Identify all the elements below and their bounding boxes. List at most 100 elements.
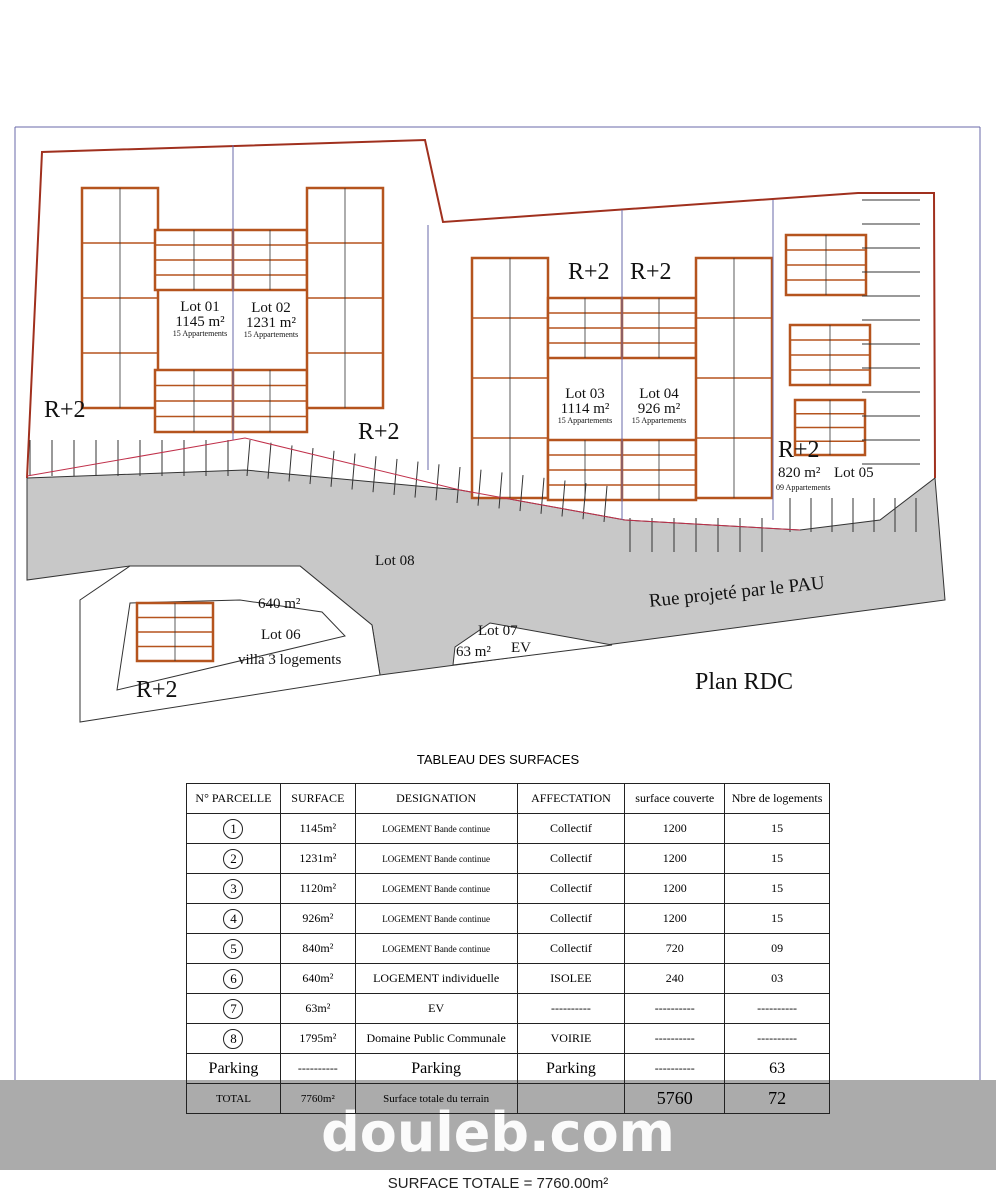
couverte-cell: 5760 (624, 1083, 726, 1114)
designation-cell: LOGEMENT individuelle (354, 963, 518, 994)
lot-04-label: Lot 04 926 m² 15 Appartements (624, 387, 694, 425)
couverte-cell: 240 (624, 963, 726, 994)
parking-stall-line (456, 466, 461, 504)
height-label: R+2 (568, 259, 610, 285)
lot-area: 1145 m² (175, 314, 225, 330)
surface-cell: 1231m² (279, 843, 356, 874)
lot-01-label: Lot 01 1145 m² 15 Appartements (165, 300, 235, 338)
couverte-cell: 1200 (624, 843, 726, 874)
parking-stall-line (540, 477, 545, 514)
parking-stall-line (393, 458, 398, 495)
n-cell: TOTAL (186, 1083, 281, 1114)
parcel-number-cell: 6 (186, 963, 281, 994)
col-header: DESIGNATION (354, 783, 518, 814)
affectation-cell: Collectif (516, 873, 626, 904)
parking-stall-line (519, 475, 524, 512)
logements-cell: 72 (724, 1083, 830, 1114)
lot-area: 1231 m² (246, 315, 296, 331)
logements-cell: 15 (724, 843, 830, 874)
lot-05-area: 820 m² (778, 465, 821, 481)
height-label: R+2 (630, 259, 672, 285)
affectation-cell: ---------- (516, 993, 626, 1024)
lot-name: Lot 02 (251, 300, 291, 316)
drawing-frame (14, 126, 981, 1080)
parcel-number: 6 (223, 968, 244, 989)
affectation-cell: Collectif (516, 813, 626, 844)
designation-cell: Parking (354, 1053, 518, 1084)
parking-stall-line (477, 469, 482, 506)
lot-area: 1114 m² (560, 401, 610, 417)
site-boundary (26, 138, 936, 479)
buildings (80, 186, 872, 663)
couverte-cell: ---------- (624, 1053, 726, 1084)
designation-cell: Domaine Public Communale (354, 1023, 518, 1054)
height-label: R+2 (44, 397, 86, 423)
parking-stall-line (267, 442, 272, 479)
parcel-number-cell: 1 (186, 813, 281, 844)
lot-07-parcel (452, 622, 613, 666)
parking-stall-line (372, 456, 377, 493)
lot-02-label: Lot 02 1231 m² 15 Appartements (236, 301, 306, 339)
col-header: Nbre de logements (724, 783, 830, 814)
lot-07-area: 63 m² (456, 644, 491, 660)
parcel-number-cell: 8 (186, 1023, 281, 1054)
designation-cell: LOGEMENT Bande continue (354, 843, 518, 874)
height-label: R+2 (778, 437, 820, 463)
logements-cell: 15 (724, 873, 830, 904)
logements-cell: 03 (724, 963, 830, 994)
lot-units: 15 Appartements (557, 416, 613, 425)
col-header: AFFECTATION (516, 783, 626, 814)
logements-cell: ---------- (724, 1023, 830, 1054)
lot-name: Lot 04 (639, 386, 679, 402)
lot-06-name: Lot 06 (261, 627, 301, 643)
parcel-number-cell: 7 (186, 993, 281, 1024)
parking-stalls (26, 199, 920, 552)
parking-stall-line (246, 439, 251, 477)
parcel-number: 8 (223, 1028, 244, 1049)
parcel-number-cell: 5 (186, 933, 281, 964)
surfaces-table: N° PARCELLE SURFACE DESIGNATION AFFECTAT… (186, 783, 830, 1114)
lot-name: Lot 03 (565, 386, 605, 402)
lot-units: 15 Appartements (172, 329, 228, 338)
parking-stall-line (435, 464, 440, 501)
lot-06-villa-plot (116, 599, 346, 691)
parking-stall-line (498, 472, 503, 509)
couverte-cell: ---------- (624, 993, 726, 1024)
surface-cell: 926m² (279, 903, 356, 934)
logements-cell: 15 (724, 813, 830, 844)
n-cell: Parking (186, 1053, 281, 1084)
affectation-cell: VOIRIE (516, 1023, 626, 1054)
parcel-number: 7 (223, 998, 244, 1019)
col-header: SURFACE (279, 783, 356, 814)
affectation-cell: Collectif (516, 903, 626, 934)
designation-cell: Surface totale du terrain (354, 1083, 518, 1114)
parking-edge (26, 437, 801, 531)
col-header: N° PARCELLE (186, 783, 281, 814)
logements-cell: 09 (724, 933, 830, 964)
designation-cell: LOGEMENT Bande continue (354, 933, 518, 964)
affectation-cell (516, 1083, 626, 1114)
logements-cell: ---------- (724, 993, 830, 1024)
parcel-number: 1 (223, 818, 244, 839)
parcel-number: 5 (223, 938, 244, 959)
parcel-number-cell: 2 (186, 843, 281, 874)
parcel-number-cell: 3 (186, 873, 281, 904)
parcel-number: 3 (223, 878, 244, 899)
table-title: TABLEAU DES SURFACES (416, 752, 580, 767)
logements-cell: 63 (724, 1053, 830, 1084)
surface-cell: 640m² (279, 963, 356, 994)
lot-06-area: 640 m² (258, 596, 301, 612)
couverte-cell: 1200 (624, 903, 726, 934)
logements-cell: 15 (724, 903, 830, 934)
lot-dividers (232, 145, 774, 520)
parcel-number: 2 (223, 848, 244, 869)
surface-cell: 7760m² (279, 1083, 356, 1114)
lot-name: Lot 01 (180, 299, 220, 315)
lot-07-use: EV (511, 640, 531, 656)
